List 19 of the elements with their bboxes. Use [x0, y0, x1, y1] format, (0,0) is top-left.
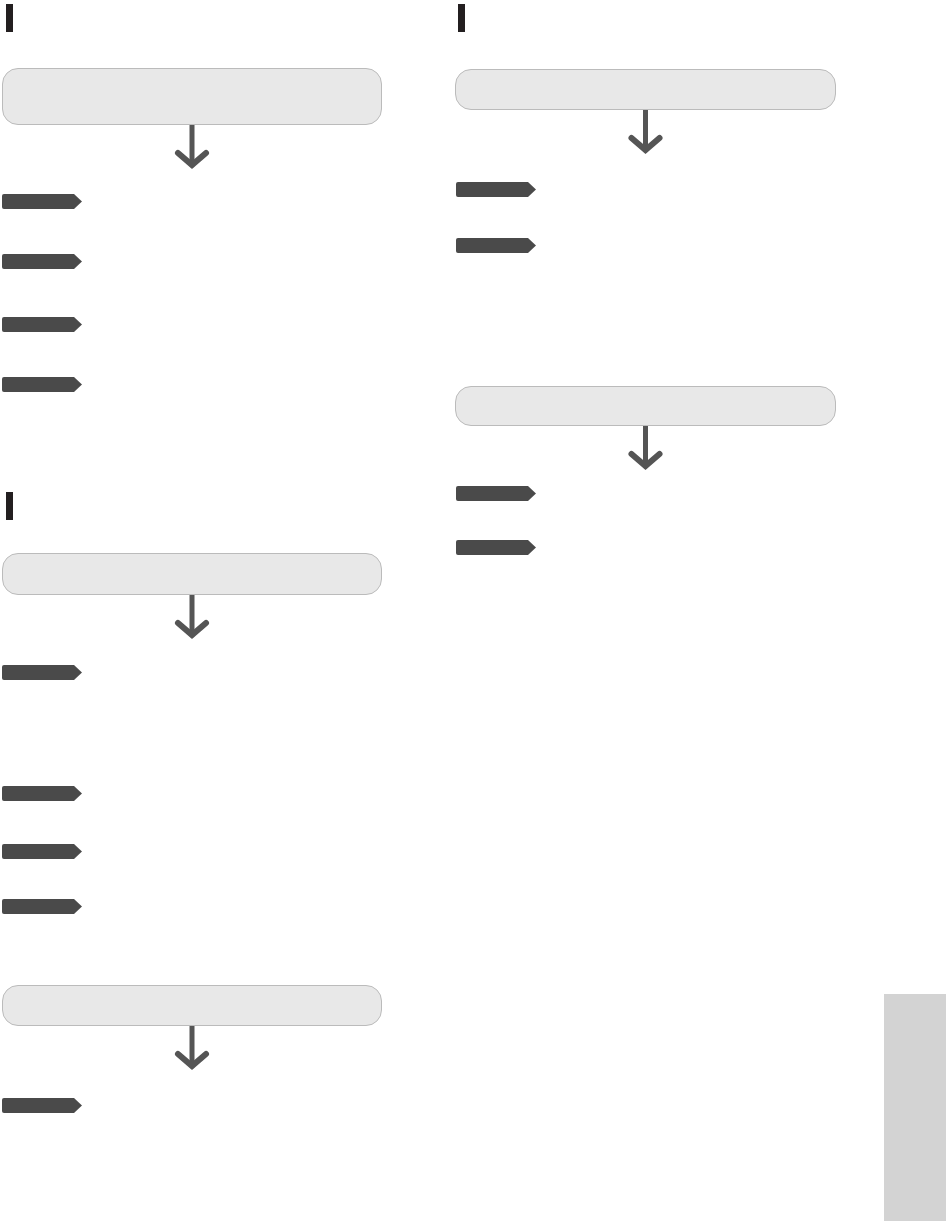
step-tag [456, 238, 536, 253]
step-tag [2, 786, 82, 801]
rounded-box [2, 985, 382, 1026]
step-tag [2, 377, 82, 392]
step-tag [2, 317, 82, 332]
side-tab [884, 994, 946, 1221]
step-tag [2, 1098, 82, 1113]
step-tag [456, 182, 536, 197]
rounded-box [2, 553, 382, 595]
step-tag [2, 254, 82, 269]
step-tag [2, 194, 82, 209]
rounded-box [455, 386, 836, 426]
step-tag [2, 665, 82, 680]
rounded-box [455, 69, 836, 110]
step-tag [2, 899, 82, 914]
step-tag [456, 486, 536, 501]
step-tag [2, 844, 82, 859]
step-tag [456, 540, 536, 555]
rounded-box [2, 68, 382, 125]
